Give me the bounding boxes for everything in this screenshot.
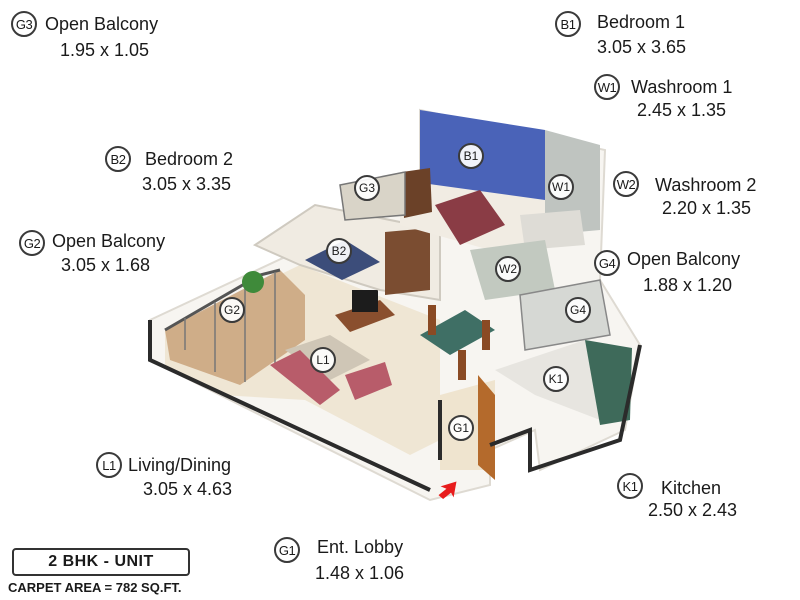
legend-g3-dims: 1.95 x 1.05 (60, 40, 150, 60)
legend-g1-dims: 1.48 x 1.06 (315, 563, 405, 583)
dining-table (420, 310, 495, 355)
marker-l1: L1 (310, 347, 336, 373)
legend-g4-badge: G4 (594, 250, 620, 276)
legend-w1-badge: W1 (594, 74, 620, 100)
marker-b1: B1 (458, 143, 484, 169)
legend-b1-name: Bedroom 1 (597, 12, 686, 32)
plant-icon (242, 271, 264, 293)
tv-unit (335, 300, 395, 332)
legend-g3-badge: G3 (11, 11, 37, 37)
entry-arrow-icon (438, 481, 457, 499)
bed-b1 (435, 190, 505, 245)
legend-b2-badge: B2 (105, 146, 131, 172)
legend-g1-badge: G1 (274, 537, 300, 563)
legend-w1-dims: 2.45 x 1.35 (637, 100, 727, 120)
legend-g2-dims: 3.05 x 1.68 (61, 255, 151, 275)
legend-g2-badge: G2 (19, 230, 45, 256)
legend-k1-name: Kitchen (661, 478, 722, 498)
unit-type-box: 2 BHK - UNIT (12, 548, 190, 576)
outer-wall-front (148, 320, 431, 492)
legend-w2-dims: 2.20 x 1.35 (662, 198, 752, 218)
tv (352, 290, 378, 312)
washroom-w1-floor (520, 210, 585, 250)
legend-l1-dims: 3.05 x 4.63 (143, 479, 233, 499)
outer-wall-right (489, 344, 642, 473)
legend-l1-name: Living/Dining (128, 455, 232, 475)
legend-g4-dims: 1.88 x 1.20 (643, 275, 733, 295)
marker-k1: K1 (543, 366, 569, 392)
marker-g1: G1 (448, 415, 474, 441)
legend-b1-dims: 3.05 x 3.65 (597, 37, 687, 57)
carpet-area: CARPET AREA = 782 SQ.FT. (8, 580, 182, 595)
legend-b1-badge: B1 (555, 11, 581, 37)
legend-g4-name: Open Balcony (627, 249, 741, 269)
legend-k1-dims: 2.50 x 2.43 (648, 500, 738, 520)
legend-b2-name: Bedroom 2 (145, 149, 234, 169)
marker-g3: G3 (354, 175, 380, 201)
wardrobe-b2 (385, 228, 430, 295)
marker-g2: G2 (219, 297, 245, 323)
sofa (270, 350, 340, 405)
entrance-door (478, 375, 495, 480)
legend-b2-dims: 3.05 x 3.35 (142, 174, 232, 194)
kitchen-counter (585, 340, 632, 425)
marker-w2: W2 (495, 256, 521, 282)
legend-g2-name: Open Balcony (52, 231, 166, 251)
marker-w1: W1 (548, 174, 574, 200)
legend-w2-name: Washroom 2 (655, 175, 757, 195)
armchair (345, 362, 392, 400)
marker-g4: G4 (565, 297, 591, 323)
legend-g1-name: Ent. Lobby (317, 537, 404, 557)
legend-w1-name: Washroom 1 (631, 77, 733, 97)
legend-k1-badge: K1 (617, 473, 643, 499)
wardrobe-b1 (402, 168, 432, 218)
marker-b2: B2 (326, 238, 352, 264)
legend-g3-name: Open Balcony (45, 14, 159, 34)
legend-w2-badge: W2 (613, 171, 639, 197)
legend-l1-badge: L1 (96, 452, 122, 478)
balcony-g2-floor (165, 270, 305, 385)
